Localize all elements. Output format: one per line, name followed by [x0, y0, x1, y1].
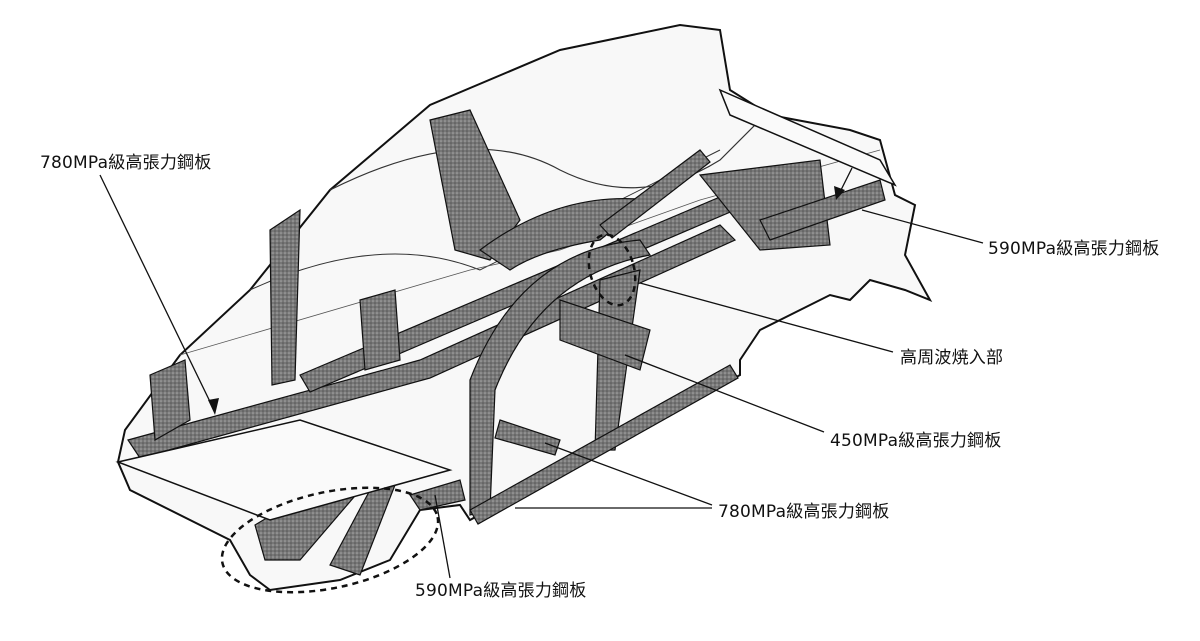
label-780mpa-upper: 780MPa級高張力鋼板: [40, 153, 212, 173]
label-590mpa-rear: 590MPa級高張力鋼板: [988, 239, 1160, 259]
label-590mpa-front: 590MPa級高張力鋼板: [415, 581, 587, 601]
label-induction-hardened: 高周波焼入部: [900, 348, 1004, 368]
dashed-region-pillar: [587, 233, 637, 307]
label-780mpa-lower: 780MPa級高張力鋼板: [718, 502, 890, 522]
label-450mpa: 450MPa級高張力鋼板: [830, 431, 1002, 451]
dashed-region-front: [220, 486, 440, 594]
